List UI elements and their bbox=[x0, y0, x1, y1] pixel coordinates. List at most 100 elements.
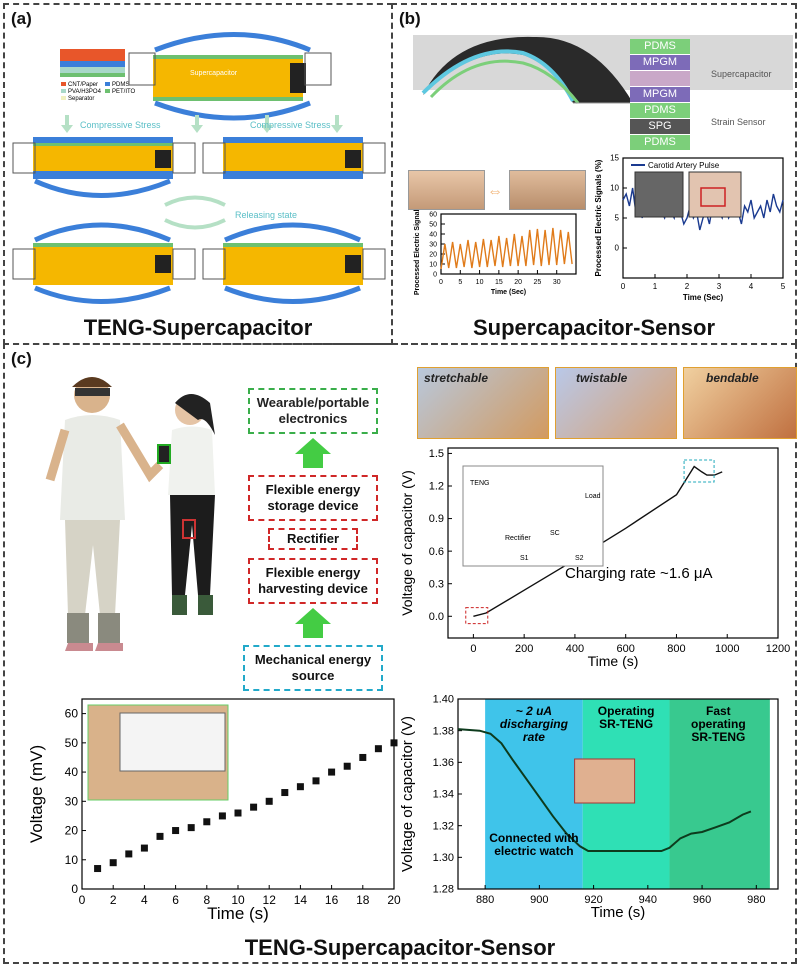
x-tick-label: 200 bbox=[515, 643, 533, 655]
label-releasing: Releasing state bbox=[235, 210, 297, 220]
y-tick-label: 1.38 bbox=[433, 725, 454, 737]
y-tick-label: 60 bbox=[65, 707, 79, 721]
label-strain-sensor: Strain Sensor bbox=[711, 117, 766, 127]
svg-text:Supercapacitor: Supercapacitor bbox=[190, 70, 238, 77]
data-point bbox=[218, 812, 226, 820]
x-tick-label: 400 bbox=[566, 643, 584, 655]
x-tick-label: 1200 bbox=[766, 643, 790, 655]
x-tick-label: 15 bbox=[495, 279, 503, 286]
data-point bbox=[359, 753, 367, 761]
data-point bbox=[343, 762, 351, 770]
device-middle-left bbox=[12, 137, 196, 198]
x-tick-label: 0 bbox=[79, 893, 86, 907]
x-tick-label: 800 bbox=[667, 643, 685, 655]
y-tick-label: 50 bbox=[65, 736, 79, 750]
x-tick-label: 3 bbox=[717, 282, 722, 291]
x-tick-label: 10 bbox=[231, 893, 245, 907]
teng-supercap-diagram: CNT/Paper PDMS PVA/H3PO4 PET/ITO Separat… bbox=[12, 32, 386, 304]
panel-b-tag: (b) bbox=[399, 9, 421, 28]
flow-harvest: Flexible energy harvesting device bbox=[248, 558, 378, 604]
label-twistable: twistable bbox=[576, 371, 628, 385]
data-point bbox=[140, 844, 148, 852]
y-tick-label: 30 bbox=[65, 794, 79, 808]
circuit-label: SC bbox=[550, 530, 560, 537]
x-tick-label: 0 bbox=[470, 643, 476, 655]
legend-cnt: CNT/Paper bbox=[68, 82, 98, 88]
panel-a: (a) CNT/Paper PDMS PVA/H3PO4 PET/ITO Sep… bbox=[3, 3, 393, 345]
series-line bbox=[440, 227, 573, 270]
supercap-sensor-diagram bbox=[413, 35, 793, 104]
watch-highlight bbox=[157, 444, 171, 464]
legend-pva: PVA/H3PO4 bbox=[68, 89, 102, 95]
region-2 bbox=[669, 699, 770, 889]
panel-a-tag: (a) bbox=[11, 9, 32, 28]
y-tick-label: 30 bbox=[429, 241, 437, 248]
label-compressive-1: Compressive Stress bbox=[80, 120, 161, 130]
data-point bbox=[94, 865, 102, 873]
plot-frame bbox=[440, 213, 577, 275]
data-point bbox=[156, 832, 164, 840]
neck-highlight bbox=[700, 187, 726, 207]
y-axis-label: Voltage (mV) bbox=[27, 745, 46, 843]
data-point bbox=[374, 745, 382, 753]
device-bottom-left bbox=[12, 222, 196, 304]
x-tick-label: 4 bbox=[749, 282, 754, 291]
finger-photo-straight bbox=[408, 170, 485, 210]
y-tick-label: 1.40 bbox=[433, 694, 454, 706]
device-top: Supercapacitor bbox=[128, 32, 332, 121]
panel-a-title: TENG-Supercapacitor bbox=[83, 315, 313, 340]
y-tick-label: 0 bbox=[615, 244, 620, 253]
photo-twistable: twistable bbox=[555, 367, 677, 439]
y-tick-label: 10 bbox=[610, 184, 619, 193]
x-tick-label: 1000 bbox=[715, 643, 739, 655]
x-tick-label: 16 bbox=[325, 893, 339, 907]
panel-c-tag: (c) bbox=[11, 349, 32, 368]
x-axis-label: Time (Sec) bbox=[491, 289, 526, 296]
layer-6: PDMS bbox=[630, 135, 690, 151]
circuit-label: S2 bbox=[575, 555, 584, 562]
legend-separator: Separator bbox=[68, 96, 94, 102]
x-tick-label: 900 bbox=[530, 894, 548, 906]
y-axis-label: Voltage of capacitor (V) bbox=[400, 716, 416, 872]
y-tick-label: 15 bbox=[610, 154, 619, 163]
up-arrow-stem bbox=[303, 454, 323, 468]
y-tick-label: 1.30 bbox=[433, 852, 454, 864]
x-tick-label: 4 bbox=[141, 893, 148, 907]
y-tick-label: 0.0 bbox=[429, 611, 444, 623]
double-arrow-icon: ⇔ bbox=[487, 183, 503, 200]
flow-source: Mechanical energy source bbox=[243, 645, 383, 691]
x-tick-label: 14 bbox=[294, 893, 308, 907]
label-stretchable: stretchable bbox=[424, 371, 489, 385]
x-tick-label: 6 bbox=[172, 893, 179, 907]
circuit-label: Rectifier bbox=[505, 535, 531, 542]
y-tick-label: 10 bbox=[429, 261, 437, 268]
y-tick-label: 1.5 bbox=[429, 448, 444, 460]
zoom-box-end bbox=[683, 459, 715, 483]
y-tick-label: 0.6 bbox=[429, 546, 444, 558]
runners-illustration bbox=[45, 377, 215, 651]
label-compressive-2: Compressive Stress bbox=[250, 120, 331, 130]
y-axis-label: Voltage of capacitor (V) bbox=[400, 470, 415, 616]
y-tick-label: 1.28 bbox=[433, 884, 454, 896]
plot-frame bbox=[447, 447, 779, 639]
x-axis-label: Time (s) bbox=[591, 904, 645, 921]
x-tick-label: 600 bbox=[617, 643, 635, 655]
panel-b-title: Supercapacitor-Sensor bbox=[472, 315, 716, 340]
x-tick-label: 25 bbox=[534, 279, 542, 286]
data-point bbox=[234, 809, 242, 817]
x-tick-label: 1 bbox=[653, 282, 658, 291]
x-tick-label: 0 bbox=[439, 279, 443, 286]
data-point bbox=[172, 827, 180, 835]
x-tick-label: 30 bbox=[553, 279, 561, 286]
layer-1: MPGM bbox=[630, 55, 690, 71]
data-point bbox=[328, 768, 336, 776]
y-tick-label: 20 bbox=[429, 251, 437, 258]
panel-c-title: TENG-Supercapacitor-Sensor bbox=[244, 935, 556, 960]
laptop-screen bbox=[119, 712, 226, 772]
legend-pet: PET/ITO bbox=[112, 89, 136, 95]
